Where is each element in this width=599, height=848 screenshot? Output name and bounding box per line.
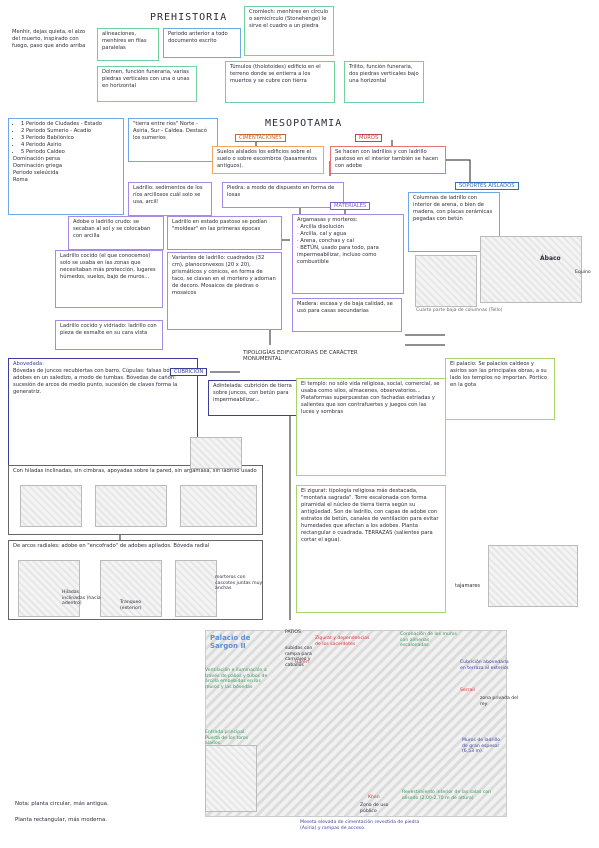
tajamares-label: tajamares <box>455 583 481 589</box>
title-mesopotamia: MESOPOTAMIA <box>265 118 343 129</box>
zigurat-label: Zigurat y dependencias de los sacerdotes <box>315 636 370 647</box>
ventilacion-label: Ventilación e iluminación a través de pa… <box>205 668 268 690</box>
morteros-label: morteros con cascotes juntas muy anchas <box>215 575 263 592</box>
trilito-box: Trilito, función funeraria, dos piedras … <box>344 61 424 103</box>
arcos-text: De arcos radiales: adobe en "encofrado" … <box>13 543 210 549</box>
ladrillo-vidriado-box: Ladrillo cocido y vidriado: ladrillo con… <box>55 320 163 350</box>
ladrillo-estado-box: Ladrillo en estado pastoso se podían "mo… <box>167 216 282 250</box>
adobe-box: Adobe o ladrillo crudo: se secaban al so… <box>68 216 164 250</box>
cubierta-label: Cubrición abovedada en terraza al exteri… <box>460 660 510 671</box>
vault-sketch-1 <box>20 485 82 527</box>
dolmen-box: Dolmen, función funeraria, varias piedra… <box>97 66 197 102</box>
title-prehistoria: PREHISTORIA <box>150 12 228 23</box>
vault-sketch-2 <box>95 485 167 527</box>
muros-box: Se hacen con ladrillos y con ladrillo pa… <box>330 146 446 174</box>
variantes-box: Variantes de ladrillo: cuadrados (32 cm)… <box>167 252 282 330</box>
period-item: 2 Periodo Sumerio - Acadio <box>21 128 119 135</box>
alineaciones-box: alineaciones, menhires en filas paralela… <box>97 28 159 61</box>
serrail-label: Serrail <box>460 688 475 693</box>
ladrillo-sed-box: Ladrillo: sedimentos de los ríos arcillo… <box>128 182 212 216</box>
materiales-item: · Arcilla, cal y agua <box>297 231 347 237</box>
vault-sketch-3 <box>180 485 257 527</box>
materiales-item: · Arena, conchas y cal <box>297 238 354 244</box>
equino-label: Equino <box>575 270 591 275</box>
ladrillo-cocido-box: Ladrillo cocido (el que conocemos) solo … <box>55 250 163 308</box>
period-extra: Roma <box>13 177 28 183</box>
palace-title: Palacio de Sargon II <box>210 634 251 650</box>
tipologias-title: TIPOLOGÍAS EDIFICATORIAS DE CARÁCTER MON… <box>240 350 366 362</box>
boveda-title: Abovedada: <box>13 361 44 367</box>
capital-sketch <box>480 236 582 303</box>
period-extra: Dominación griega <box>13 163 63 169</box>
zigurat-box: El zigurat: tipología religiosa más dest… <box>296 485 446 613</box>
period-item: 4 Periodo Asirio <box>21 142 119 149</box>
cimentaciones-box: Suelos aislados los edificios sobre el s… <box>212 146 324 174</box>
column-sketch <box>415 255 477 307</box>
periods-box: 1 Periodo de Ciudades - Estado 2 Periodo… <box>8 118 124 215</box>
arch-sketch <box>190 437 242 469</box>
tierra-box: "tierra entre ríos" Norte - Asiria, Sur … <box>128 118 218 162</box>
materiales-item: Argamasas y morteros: <box>297 217 358 223</box>
zona-publica-label: Zona de uso público <box>360 803 389 814</box>
cubricion-box: Adintelada: cubrición de tierra sobre ju… <box>208 380 298 416</box>
abaco-label: Ábaco <box>540 255 561 262</box>
periods-list: 1 Periodo de Ciudades - Estado 2 Periodo… <box>13 121 119 156</box>
period-item: 3 Periodo Babilónico <box>21 135 119 142</box>
nota-1: Nota: planta circular, más antigua. <box>15 801 109 807</box>
materiales-box: Argamasas y morteros: · Arcilla disoluci… <box>292 214 404 294</box>
radial-sketch-2 <box>100 560 162 617</box>
period-item: 5 Periodo Caldeo <box>21 149 119 156</box>
materiales-item: · Arcilla disolución <box>297 224 344 230</box>
materiales-item: · BETÚN, usado para todo, para impermeab… <box>297 245 379 265</box>
tranq-label: Tranqueo (exterior) <box>120 600 142 611</box>
column-caption: Cuarto parte baja de columnas (Tello) <box>416 308 503 313</box>
boveda-text: Bóvedas de juncos recubiertas con barro.… <box>13 368 187 395</box>
cimentaciones-tag: CIMENTACIONES <box>235 134 286 142</box>
tumulo-box: Túmulos (tholotoides) edificio en el ter… <box>225 61 335 103</box>
menhir-note: Menhir, dejas quieta, el alzo del muerto… <box>8 27 96 69</box>
harem-label: Harén <box>295 660 309 665</box>
zona-privada-label: zona privada del rey <box>480 696 519 707</box>
nota-2: Planta rectangular, más moderna. <box>15 817 108 823</box>
madera-box: Madera: escasa y de baja calidad, se usó… <box>292 298 402 332</box>
muros-label: Muros de ladrillo de gran espesor (6,53 … <box>462 738 501 755</box>
gate-sketch <box>205 745 257 812</box>
boveda-box: Abovedada: Bóvedas de juncos recubiertas… <box>8 358 198 466</box>
radial-sketch-3 <box>175 560 217 617</box>
materiales-tag: MATERIALES <box>330 202 371 210</box>
muros-tag: MUROS <box>355 134 383 142</box>
zigurat-sketch <box>488 545 578 607</box>
entrada-label: Entrada principal. Puerta de los toros a… <box>205 730 249 747</box>
cubricion-tag: CUBRICIÓN <box>170 368 208 376</box>
templo-box: El templo: no sólo vida religiosa, socia… <box>296 378 446 476</box>
period-item: 1 Periodo de Ciudades - Estado <box>21 121 119 128</box>
subidas-label: subidas con rampa para carruajes y cabal… <box>285 646 313 668</box>
period-extra: Periodo seleúcida <box>13 170 59 176</box>
soportes-tag: SOPORTES AISLADOS <box>455 182 519 190</box>
period-extra: Dominación persa <box>13 156 61 162</box>
revestimiento-label: Revestimiento interior de las salas con … <box>402 790 492 801</box>
meseta-label: Meseta elevada de cimentación revestida … <box>300 820 420 831</box>
periodo-box: Periodo anterior a todo documento escrit… <box>163 28 241 58</box>
khan-label: Khan <box>368 795 380 800</box>
piedra-box: Piedra: a modo de dispuesto en forma de … <box>222 182 344 208</box>
palacio-box: El palacio: Se palacios caldeos y asirio… <box>445 358 555 420</box>
coronacion-label: Coronación de los muros con almenas esca… <box>400 632 457 649</box>
radial-sketch-1 <box>18 560 80 617</box>
cromlech-box: Cromlech: menhires en círculo o semicírc… <box>244 6 334 56</box>
hiladas-label: Hiladas inclinadas (hacia adentro) <box>62 590 101 607</box>
boveda-lines-text: Con hiladas inclinadas, sin cimbras, apo… <box>13 468 257 474</box>
patios-label: PATIOS <box>285 630 301 635</box>
